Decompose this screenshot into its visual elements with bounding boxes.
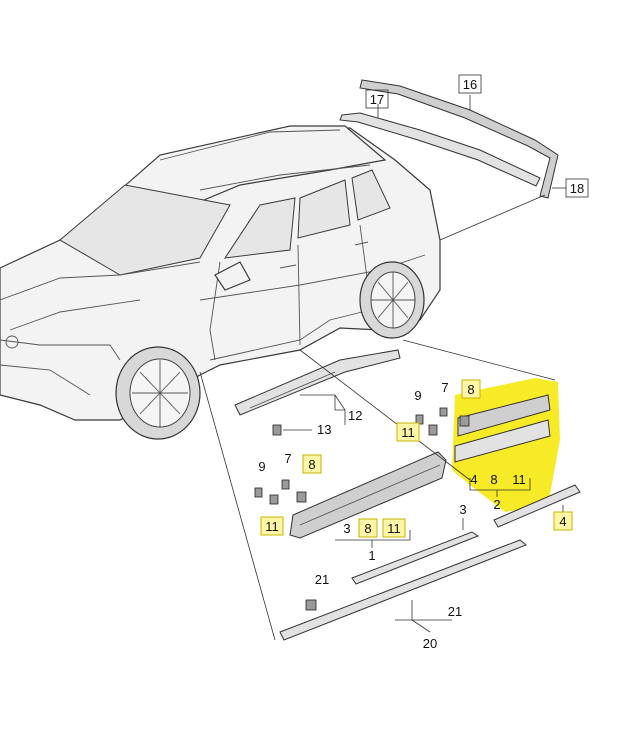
callout-12: 12 [348, 408, 362, 423]
callout-2: 2 [493, 497, 500, 512]
rear-door-clips [254, 479, 307, 505]
callout-1: 1 [368, 548, 375, 563]
callouts: 16 17 18 12 13 9 7 8 11 9 7 8 11 3 8 11 … [258, 74, 589, 651]
sill-panel [234, 349, 401, 416]
front-door-trim [457, 394, 551, 437]
callout-17: 17 [370, 92, 384, 107]
callout-11-front-group: 11 [512, 472, 526, 487]
callout-16: 16 [463, 77, 477, 92]
callout-13: 13 [317, 422, 331, 437]
callout-21-group: 21 [448, 604, 462, 619]
sill-strip [279, 539, 527, 641]
callout-4-front-group: 4 [470, 472, 477, 487]
callout-11-rear: 11 [265, 519, 279, 534]
callout-4-strip: 4 [559, 514, 566, 529]
callout-11-rear-group: 11 [387, 521, 401, 536]
callout-3-rear: 3 [343, 521, 350, 536]
callout-21-clip: 21 [315, 572, 329, 587]
sill-strip-clip [305, 599, 317, 611]
callout-3-strip: 3 [459, 502, 466, 517]
callout-11-front: 11 [401, 425, 415, 440]
roof-rail-lower [339, 112, 541, 187]
car-illustration [0, 125, 441, 440]
sill-clip [272, 424, 282, 436]
rear-door-trim [289, 451, 447, 539]
callout-7-rear: 7 [284, 451, 291, 466]
callout-8-rear-group: 8 [364, 521, 371, 536]
callout-7-front: 7 [441, 380, 448, 395]
callout-8-front-group: 8 [490, 472, 497, 487]
callout-9-rear: 9 [258, 459, 265, 474]
callout-9-front: 9 [414, 388, 421, 403]
callout-20: 20 [423, 636, 437, 651]
trim-strip-3 [351, 531, 480, 585]
trim-strip-4 [493, 484, 581, 528]
guide-lines [199, 194, 556, 641]
front-door-trim-lower [454, 419, 551, 463]
callout-8-rear: 8 [308, 457, 315, 472]
callout-8-front: 8 [467, 382, 474, 397]
callout-18: 18 [570, 181, 584, 196]
